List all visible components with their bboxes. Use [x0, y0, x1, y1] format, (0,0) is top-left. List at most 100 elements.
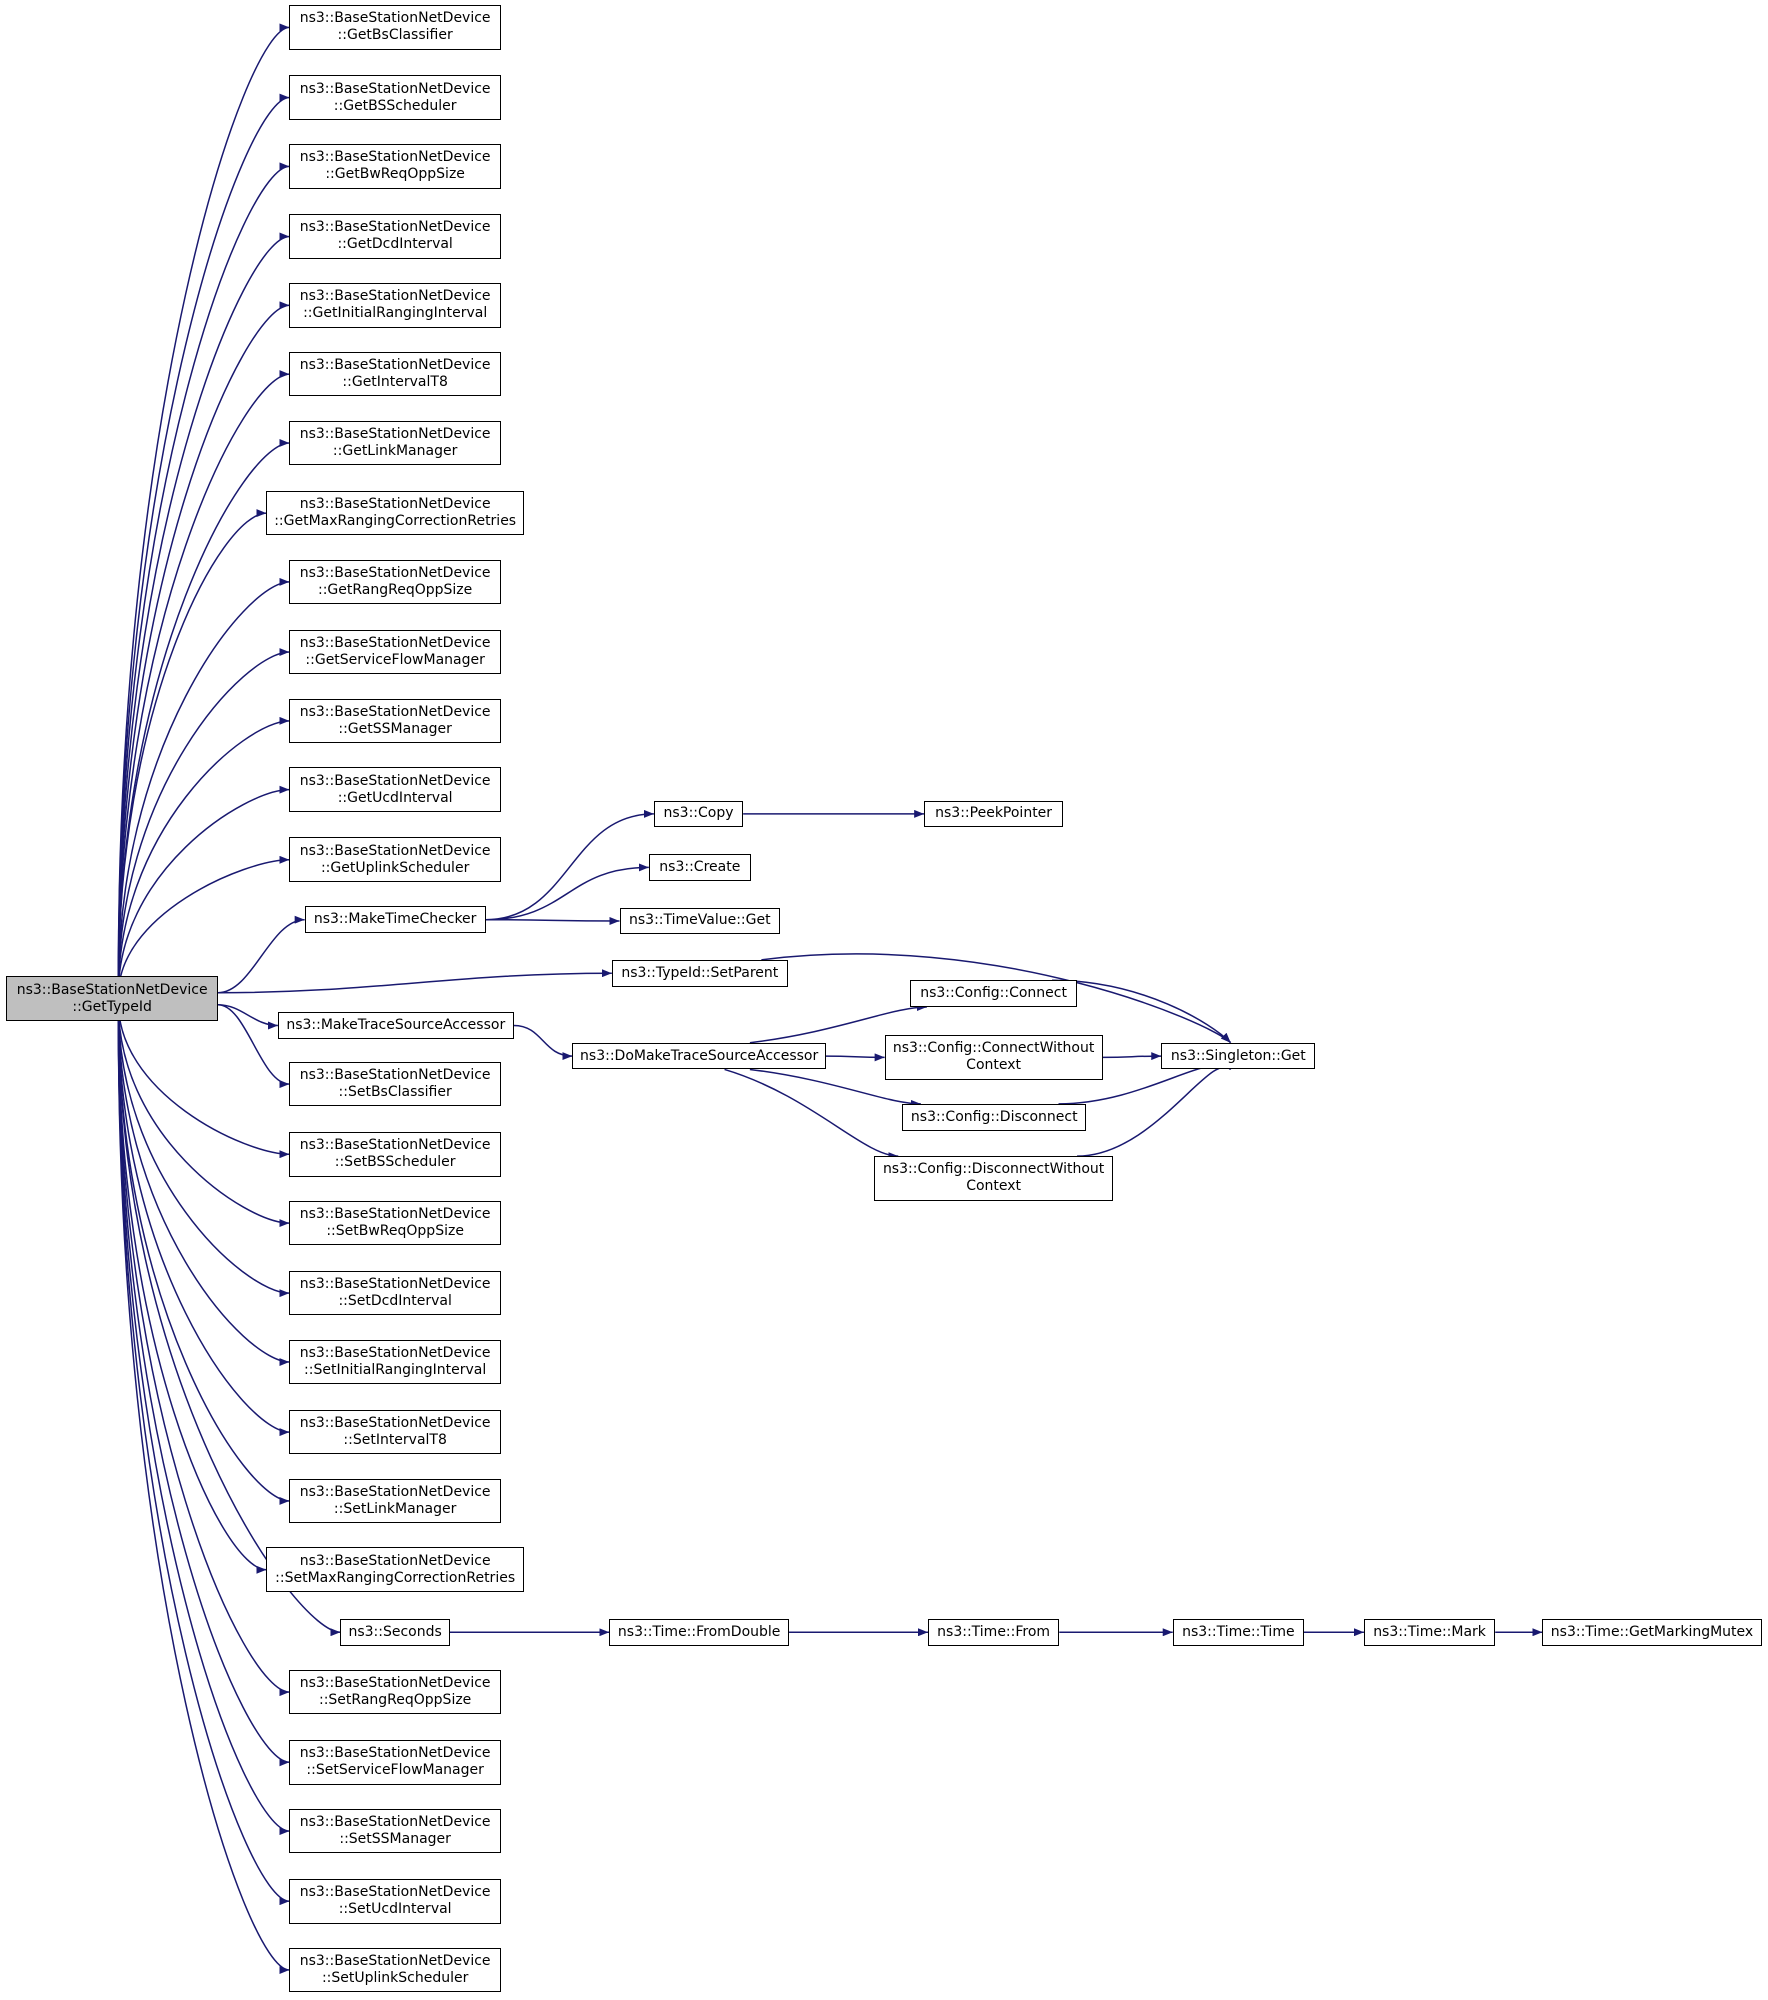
node-get-ucd-interval[interactable]: ns3::BaseStationNetDevice::GetUcdInterva…	[289, 767, 501, 812]
edge-root-to-get-initial-ranging-interval	[117, 301, 290, 999]
edge-root-to-set-rang-req-opp-size	[117, 998, 290, 1697]
node-set-link-manager[interactable]: ns3::BaseStationNetDevice::SetLinkManage…	[289, 1478, 501, 1524]
node-type-id-set-parent[interactable]: ns3::TypeId::SetParent	[611, 959, 788, 987]
node-label-line: ns3::Create	[659, 858, 741, 875]
node-copy[interactable]: ns3::Copy	[653, 800, 744, 828]
node-label-line: ::GetDcdInterval	[337, 236, 453, 253]
node-label-line: ::SetMaxRangingCorrectionRetries	[275, 1569, 516, 1586]
edge-root-to-set-bs-scheduler	[117, 998, 290, 1159]
edge-config-connect-to-singleton-get	[1052, 979, 1232, 1044]
node-label-line: ns3::Time::FromDouble	[617, 1623, 781, 1640]
node-time-mark[interactable]: ns3::Time::Mark	[1363, 1618, 1496, 1646]
node-time-time[interactable]: ns3::Time::Time	[1172, 1618, 1304, 1646]
node-label-line: ns3::MakeTimeChecker	[313, 911, 477, 928]
node-set-dcd-interval[interactable]: ns3::BaseStationNetDevice::SetDcdInterva…	[289, 1270, 501, 1316]
node-set-interval-t8[interactable]: ns3::BaseStationNetDevice::SetIntervalT8	[289, 1409, 501, 1455]
node-time-from-double[interactable]: ns3::Time::FromDouble	[609, 1618, 790, 1646]
node-label-line: ::GetLinkManager	[332, 442, 458, 459]
node-singleton-get[interactable]: ns3::Singleton::Get	[1161, 1042, 1316, 1070]
node-label-line: ::GetBsClassifier	[337, 27, 453, 44]
node-get-uplink-scheduler[interactable]: ns3::BaseStationNetDevice::GetUplinkSche…	[289, 837, 501, 883]
node-label-line: ::SetBsClassifier	[338, 1084, 452, 1101]
edge-make-trace-source-accessor-to-do-make-trace-source-accessor	[513, 1024, 573, 1061]
node-label-line: ns3::DoMakeTraceSourceAccessor	[580, 1047, 819, 1064]
edge-root-to-get-uplink-scheduler	[117, 855, 290, 999]
node-label-line: ns3::BaseStationNetDevice	[299, 1415, 491, 1432]
node-set-bs-scheduler[interactable]: ns3::BaseStationNetDevice::SetBSSchedule…	[289, 1131, 501, 1177]
node-get-dcd-interval[interactable]: ns3::BaseStationNetDevice::GetDcdInterva…	[289, 214, 501, 259]
edge-root-to-set-max-ranging-correction-retries	[117, 998, 267, 1574]
node-label-line: ::SetSSManager	[339, 1831, 451, 1848]
node-label-line: ns3::BaseStationNetDevice	[299, 1344, 491, 1361]
node-label-line: ns3::BaseStationNetDevice	[299, 1206, 491, 1223]
node-root[interactable]: ns3::BaseStationNetDevice::GetTypeId	[6, 976, 218, 1022]
node-get-bs-scheduler[interactable]: ns3::BaseStationNetDevice::GetBSSchedule…	[289, 75, 501, 120]
node-seconds[interactable]: ns3::Seconds	[340, 1618, 450, 1646]
node-label-line: ns3::BaseStationNetDevice	[299, 1745, 491, 1762]
node-label-line: ns3::BaseStationNetDevice	[299, 357, 491, 374]
node-label-line: ::SetIntervalT8	[343, 1432, 447, 1449]
node-config-connect[interactable]: ns3::Config::Connect	[910, 980, 1078, 1007]
node-label-line: ns3::BaseStationNetDevice	[299, 1953, 491, 1970]
node-set-uplink-scheduler[interactable]: ns3::BaseStationNetDevice::SetUplinkSche…	[289, 1947, 501, 1993]
node-get-bs-classifier[interactable]: ns3::BaseStationNetDevice::GetBsClassifi…	[289, 5, 501, 50]
node-label-line: ns3::BaseStationNetDevice	[299, 149, 491, 166]
edge-make-time-checker-to-create	[485, 863, 649, 921]
node-make-trace-source-accessor[interactable]: ns3::MakeTraceSourceAccessor	[277, 1012, 514, 1039]
node-get-link-manager[interactable]: ns3::BaseStationNetDevice::GetLinkManage…	[289, 420, 501, 466]
node-time-get-marking-mutex[interactable]: ns3::Time::GetMarkingMutex	[1542, 1618, 1762, 1646]
node-set-bs-classifier[interactable]: ns3::BaseStationNetDevice::SetBsClassifi…	[289, 1061, 501, 1107]
node-label-line: ::SetServiceFlowManager	[306, 1762, 484, 1779]
node-label-line: ns3::TimeValue::Get	[629, 912, 771, 929]
node-label-line: ::GetRangReqOppSize	[318, 581, 473, 598]
node-label-line: ns3::BaseStationNetDevice	[299, 1483, 491, 1500]
node-make-time-checker[interactable]: ns3::MakeTimeChecker	[304, 906, 486, 934]
edge-root-to-set-ucd-interval	[117, 998, 290, 1906]
node-label-line: Context	[966, 1057, 1022, 1074]
node-label-line: ns3::BaseStationNetDevice	[299, 1884, 491, 1901]
node-set-max-ranging-correction-retries[interactable]: ns3::BaseStationNetDevice::SetMaxRanging…	[266, 1547, 524, 1593]
node-label-line: ::GetTypeId	[72, 998, 152, 1015]
node-label-line: ns3::BaseStationNetDevice	[299, 564, 491, 581]
node-get-rang-req-opp-size[interactable]: ns3::BaseStationNetDevice::GetRangReqOpp…	[289, 559, 501, 605]
node-get-interval-t8[interactable]: ns3::BaseStationNetDevice::GetIntervalT8	[289, 351, 501, 397]
node-time-value-get[interactable]: ns3::TimeValue::Get	[619, 907, 781, 935]
node-label-line: ::GetServiceFlowManager	[305, 651, 485, 668]
node-label-line: ::SetUplinkScheduler	[321, 1970, 469, 1987]
node-get-bw-req-opp-size[interactable]: ns3::BaseStationNetDevice::GetBwReqOppSi…	[289, 144, 501, 189]
node-label-line: ns3::Time::Time	[1182, 1623, 1295, 1640]
node-set-ucd-interval[interactable]: ns3::BaseStationNetDevice::SetUcdInterva…	[289, 1878, 501, 1924]
edge-do-make-trace-source-accessor-to-config-connect	[749, 1003, 927, 1044]
node-label-line: ::GetMaxRangingCorrectionRetries	[274, 513, 517, 530]
edge-root-to-get-interval-t8	[117, 370, 290, 999]
node-do-make-trace-source-accessor[interactable]: ns3::DoMakeTraceSourceAccessor	[572, 1042, 826, 1070]
node-label-line: ::GetBwReqOppSize	[325, 166, 465, 183]
node-time-from[interactable]: ns3::Time::From	[927, 1618, 1060, 1646]
node-get-ss-manager[interactable]: ns3::BaseStationNetDevice::GetSSManager	[289, 698, 501, 744]
node-set-service-flow-manager[interactable]: ns3::BaseStationNetDevice::SetServiceFlo…	[289, 1739, 501, 1785]
edge-root-to-type-id-set-parent	[217, 969, 612, 994]
node-config-disconnect[interactable]: ns3::Config::Disconnect	[902, 1103, 1087, 1131]
node-get-max-ranging-correction-retries[interactable]: ns3::BaseStationNetDevice::GetMaxRanging…	[266, 490, 524, 536]
node-label-line: ns3::Config::ConnectWithout	[892, 1040, 1095, 1057]
node-get-initial-ranging-interval[interactable]: ns3::BaseStationNetDevice::GetInitialRan…	[289, 282, 501, 328]
node-set-rang-req-opp-size[interactable]: ns3::BaseStationNetDevice::SetRangReqOpp…	[289, 1669, 501, 1715]
node-peek-pointer[interactable]: ns3::PeekPointer	[924, 800, 1064, 828]
node-label-line: ::GetSSManager	[338, 720, 452, 737]
node-label-line: ns3::BaseStationNetDevice	[299, 1137, 491, 1154]
node-set-bw-req-opp-size[interactable]: ns3::BaseStationNetDevice::SetBwReqOppSi…	[289, 1200, 501, 1246]
node-label-line: ns3::BaseStationNetDevice	[299, 425, 491, 442]
node-label-line: ns3::BaseStationNetDevice	[16, 981, 208, 998]
node-create[interactable]: ns3::Create	[648, 854, 751, 881]
edge-do-make-trace-source-accessor-to-config-disconnect-without-context	[724, 1068, 899, 1161]
node-label-line: ns3::TypeId::SetParent	[621, 964, 779, 981]
edge-root-to-get-ucd-interval	[117, 785, 290, 999]
node-set-initial-ranging-interval[interactable]: ns3::BaseStationNetDevice::SetInitialRan…	[289, 1339, 501, 1385]
node-label-line: ns3::BaseStationNetDevice	[299, 634, 491, 651]
edge-root-to-set-interval-t8	[117, 998, 290, 1437]
node-label-line: ns3::BaseStationNetDevice	[299, 1067, 491, 1084]
node-get-service-flow-manager[interactable]: ns3::BaseStationNetDevice::GetServiceFlo…	[289, 629, 501, 675]
node-set-ss-manager[interactable]: ns3::BaseStationNetDevice::SetSSManager	[289, 1808, 501, 1854]
